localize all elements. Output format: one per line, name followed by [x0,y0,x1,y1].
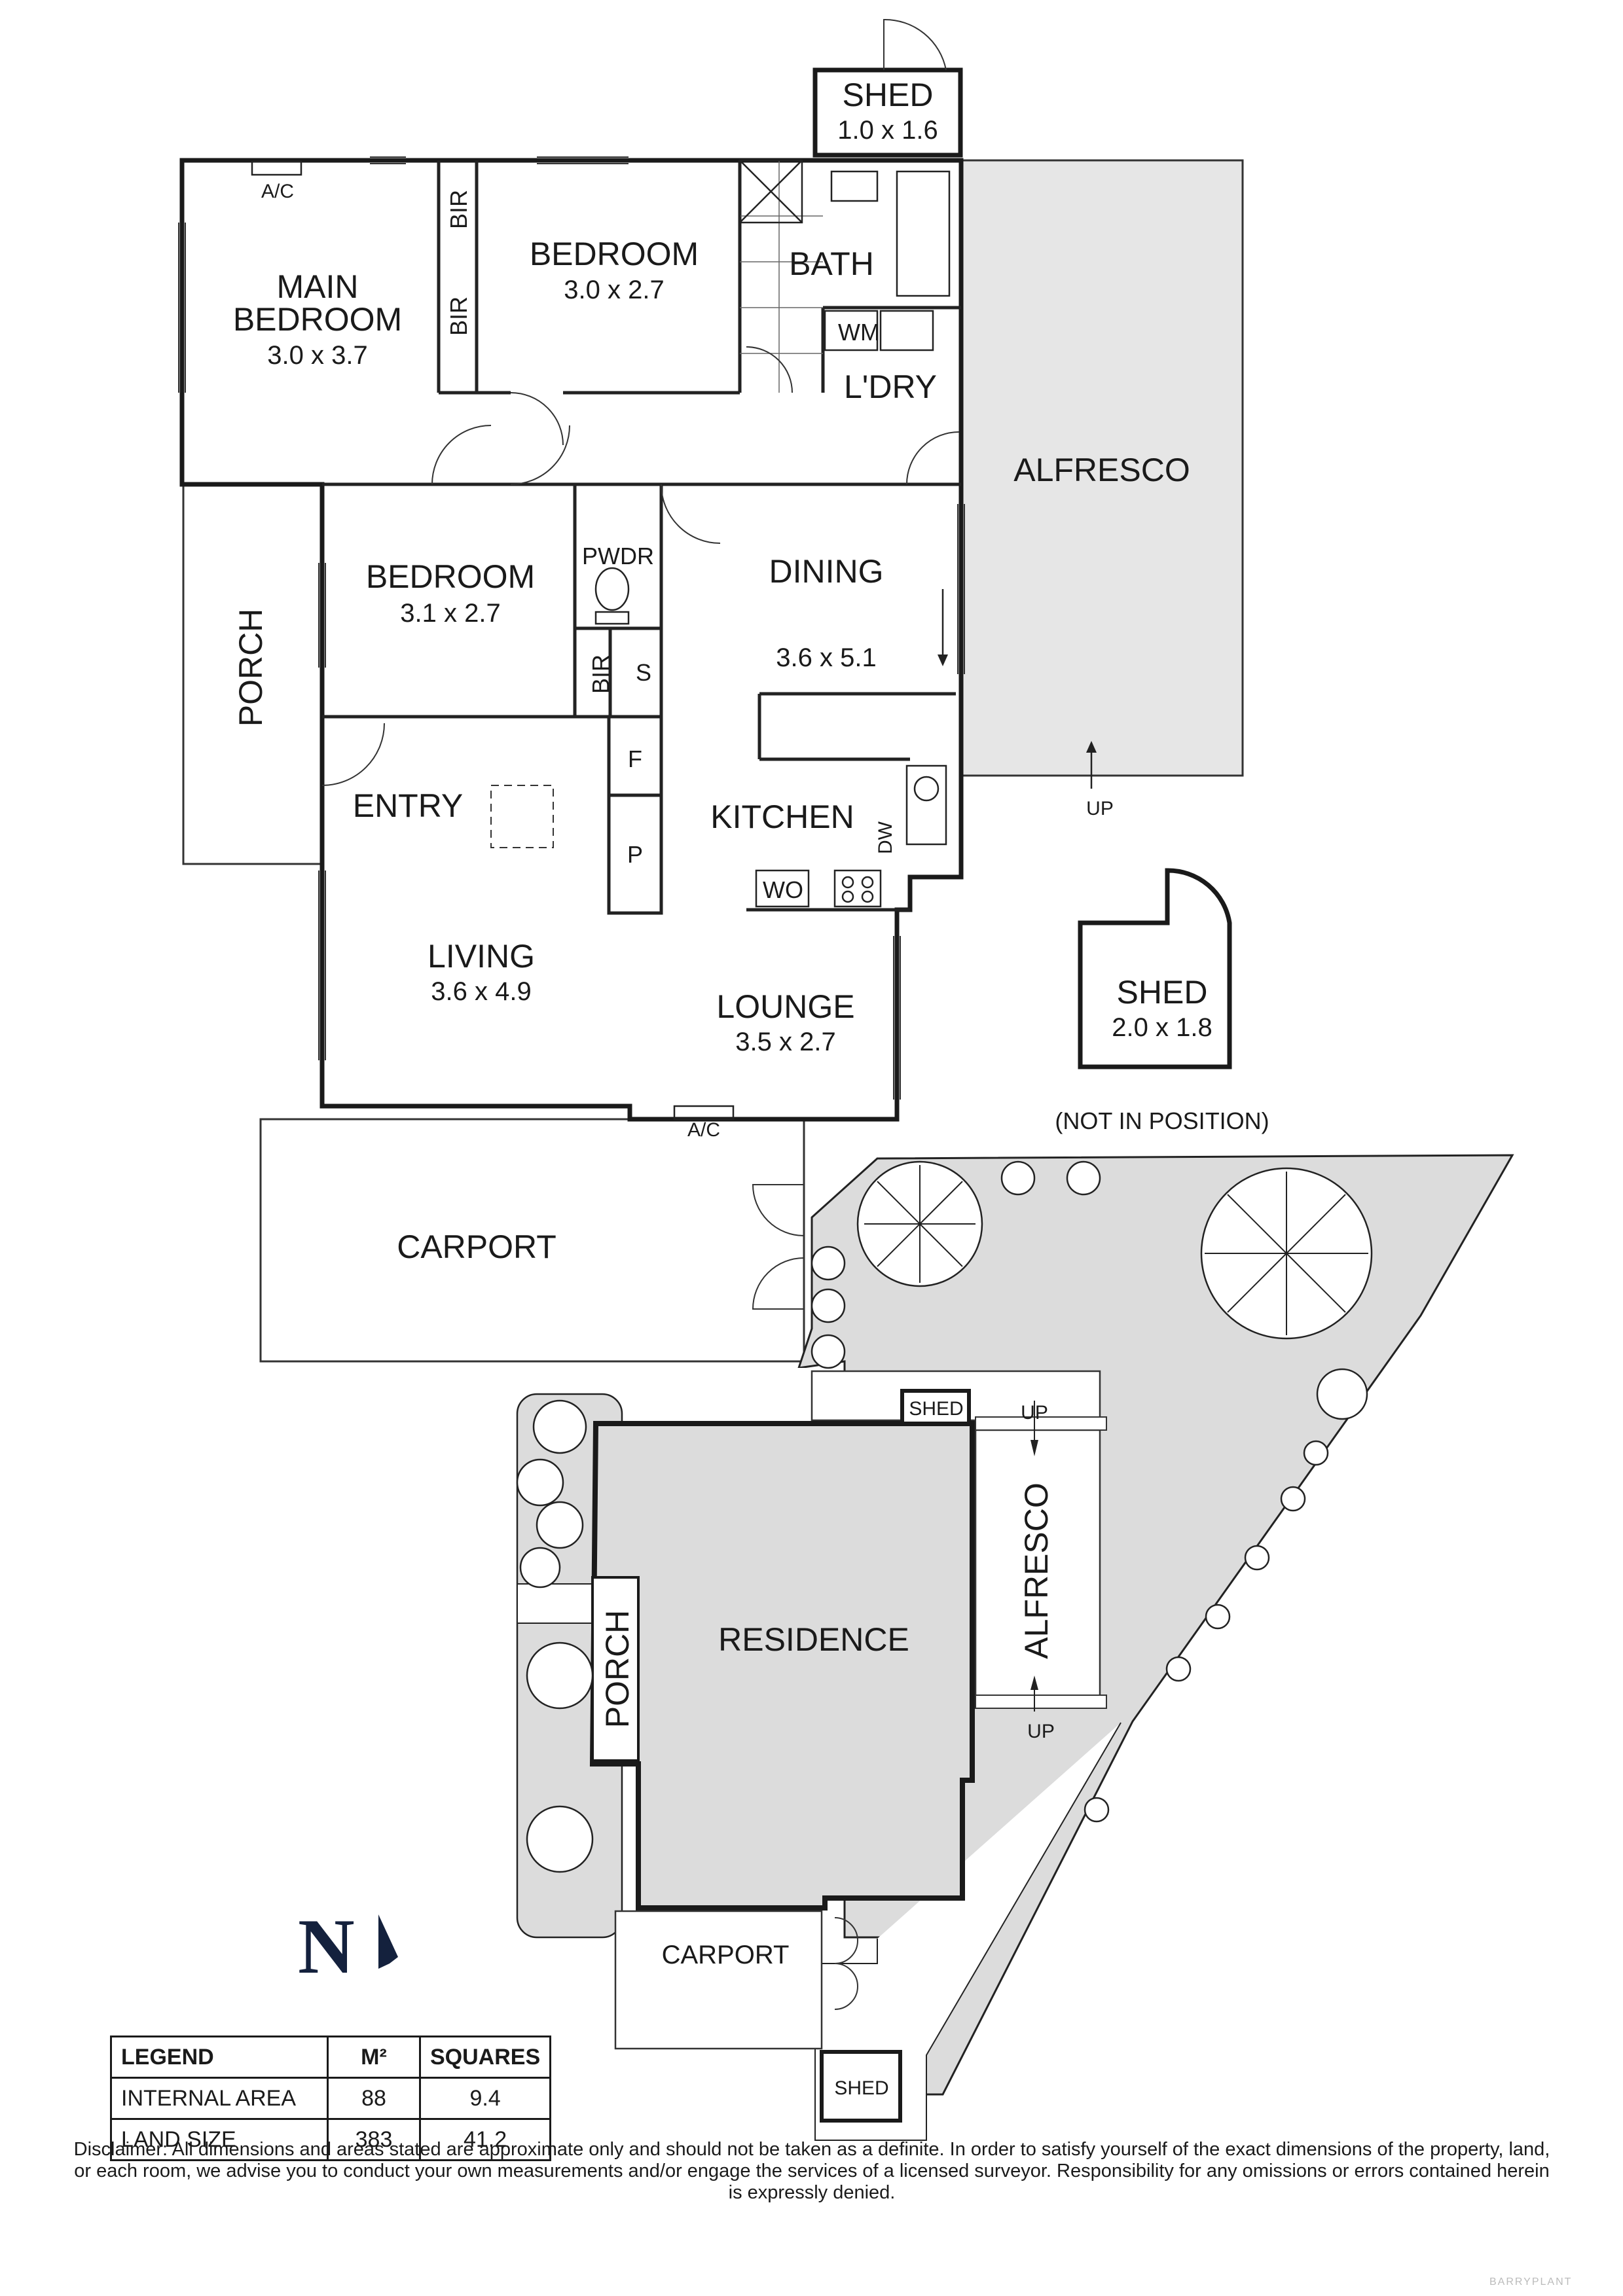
legend-header-squares: SQUARES [418,2036,552,2079]
fridge-label: F [628,745,642,772]
shed-mid-dim: 2.0 x 1.8 [1112,1013,1212,1042]
wall-oven-label: WO [763,876,803,903]
living-dim: 3.6 x 4.9 [431,977,531,1006]
tree-icon [1200,1167,1373,1340]
dishwasher-label: DW [875,821,896,854]
legend-table: LEGEND M² SQUARES INTERNAL AREA 88 9.4 L… [110,2036,552,2161]
entry-label: ENTRY [353,787,464,824]
site-up-a-label: UP [1021,1402,1048,1424]
main-bedroom-label-2: BEDROOM [233,301,402,338]
north-label: N [298,1903,355,1990]
site-shed-b-label: SHED [834,2077,888,2099]
legend-row-m2: 383 [327,2118,421,2161]
main-bedroom-label-1: MAIN [277,268,359,305]
site-alfresco-label: ALFRESCO [1018,1482,1055,1659]
legend-header-legend: LEGEND [110,2036,329,2079]
shelf-label: S [636,659,651,686]
lounge-label: LOUNGE [716,988,854,1025]
carport-label: CARPORT [397,1229,556,1265]
laundry-label: L'DRY [844,368,937,405]
ac-top-label: A/C [261,181,294,202]
up-alfresco-label: UP [1086,798,1114,819]
shed-top-dim: 1.0 x 1.6 [837,116,938,145]
site-porch-label: PORCH [599,1610,636,1729]
site-plan [516,1154,1514,2141]
site-carport-label: CARPORT [662,1941,790,1969]
legend-header-row: LEGEND M² SQUARES [110,2036,552,2079]
kitchen-label: KITCHEN [710,798,854,835]
site-shed-a-label: SHED [909,1398,963,1420]
shed-mid-label: SHED [1117,974,1208,1011]
bir-label-a: BIR [445,190,472,229]
bedroom-2-dim: 3.0 x 2.7 [564,276,664,304]
dining-dim: 3.6 x 5.1 [776,643,876,672]
wm-label: WM [838,319,880,346]
floor-plan-walls [178,18,1244,1363]
living-label: LIVING [428,938,535,975]
north-arrow-icon [378,1914,398,1969]
bir-label-b: BIR [445,296,472,336]
legend-row-squares: 9.4 [418,2077,552,2120]
watermark-text: BARRYPLANT [1489,2276,1573,2287]
bedroom-3-label: BEDROOM [366,558,535,595]
tree-icon [856,1160,983,1287]
legend-row-label: LAND SIZE [110,2118,329,2161]
alfresco-label: ALFRESCO [1013,452,1190,488]
table-row: LAND SIZE 383 41.2 [110,2118,552,2161]
porch-label: PORCH [232,609,269,727]
bedroom-3-dim: 3.1 x 2.7 [400,599,500,628]
small-tree-icons [516,1160,1368,1873]
legend-row-squares: 41.2 [418,2118,552,2161]
site-up-b-label: UP [1027,1721,1055,1742]
legend-row-m2: 88 [327,2077,421,2120]
shed-top-label: SHED [843,77,934,113]
residence-label: RESIDENCE [718,1621,909,1658]
bath-label: BATH [789,245,874,282]
legend-row-label: INTERNAL AREA [110,2077,329,2120]
pwdr-label: PWDR [582,543,654,569]
lounge-dim: 3.5 x 2.7 [735,1028,835,1056]
table-row: INTERNAL AREA 88 9.4 [110,2077,552,2120]
bedroom-2-label: BEDROOM [530,236,699,272]
pantry-label: P [627,841,643,868]
shed-mid-note: (NOT IN POSITION) [1055,1107,1269,1134]
ac-bottom-label: A/C [687,1119,720,1141]
bir-label-c: BIR [587,655,614,694]
legend-header-m2: M² [327,2036,421,2079]
dining-label: DINING [769,553,884,590]
disclaimer-text: Disclaimer: All dimensions and areas sta… [73,2139,1550,2203]
main-bedroom-dim: 3.0 x 3.7 [267,341,367,370]
